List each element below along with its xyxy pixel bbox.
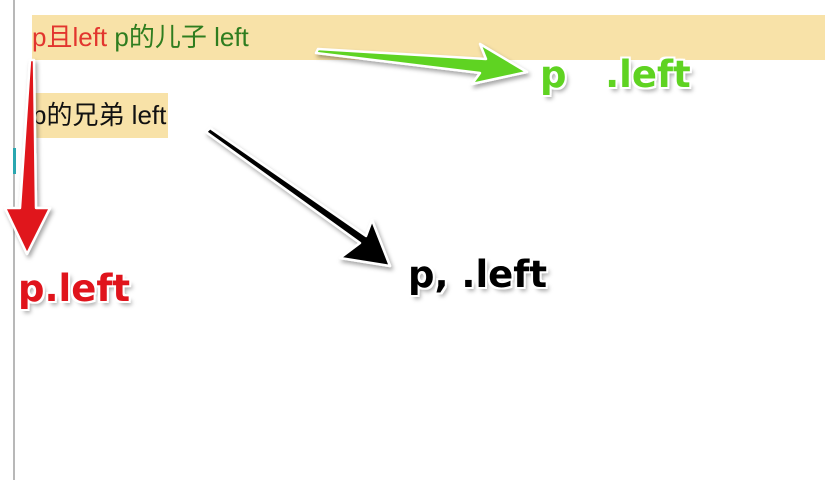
row2-text: p的兄弟 left [32, 100, 167, 130]
highlight-row-sibling: p的兄弟 left [32, 93, 169, 138]
row1-prefix-text: p且left [32, 22, 108, 52]
green-arrow [314, 42, 529, 86]
black-arrow [204, 126, 392, 268]
left-border-line [13, 0, 15, 480]
callout-compound-selector: p.left [18, 267, 131, 310]
callout-descendant-selector: p .left [540, 53, 691, 96]
left-edge-marker [13, 148, 16, 174]
callout-group-selector: p, .left [408, 253, 548, 296]
highlight-row-parent-and-child: p且left p的儿子 left [32, 15, 825, 60]
row1-suffix-text: p的儿子 left [107, 22, 249, 52]
red-arrow [3, 58, 52, 256]
